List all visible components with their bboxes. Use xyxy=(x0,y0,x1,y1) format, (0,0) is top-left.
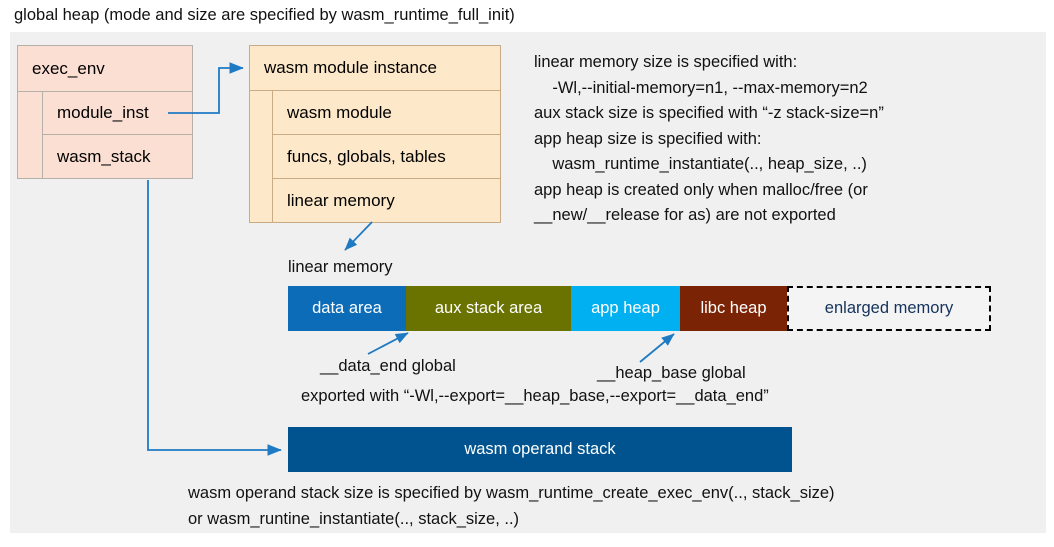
memory-segment-data-area: data area xyxy=(288,286,406,331)
operand-stack-note: wasm operand stack size is specified by … xyxy=(188,484,835,528)
annotation-data-end: __data_end global xyxy=(320,357,456,375)
memory-segment-label: aux stack area xyxy=(434,299,543,317)
memory-segment-aux-stack-area: aux stack area xyxy=(406,286,571,331)
wasm-operand-stack-box: wasm operand stack xyxy=(288,427,792,472)
wasm-module-instance-box: wasm module instance wasm module funcs, … xyxy=(249,45,501,223)
linear-memory-bar-label: linear memory xyxy=(288,258,393,276)
exec-env-rowwrap: module_inst wasm_stack xyxy=(18,92,192,178)
exec-env-row-module-inst: module_inst xyxy=(43,92,192,135)
exec-env-row-wasm-stack: wasm_stack xyxy=(57,146,151,166)
memory-segment-label: app heap xyxy=(591,299,660,317)
memory-segment-enlarged-memory: enlarged memory xyxy=(787,286,991,331)
linear-memory-note: linear memory size is specified with: -W… xyxy=(534,53,884,224)
module-instance-rows: wasm module funcs, globals, tables linea… xyxy=(273,91,500,222)
exec-env-box: exec_env module_inst wasm_stack xyxy=(17,45,193,179)
module-instance-header: wasm module instance xyxy=(250,46,500,91)
memory-segment-app-heap: app heap xyxy=(571,286,680,331)
exec-env-header: exec_env xyxy=(18,46,192,92)
exec-env-rows: module_inst wasm_stack xyxy=(43,92,192,178)
memory-segment-label: data area xyxy=(312,299,382,317)
module-instance-row-wasm-module: wasm module xyxy=(273,91,500,135)
module-instance-indent xyxy=(250,91,273,222)
module-instance-row-funcs-globals-tables: funcs, globals, tables xyxy=(273,135,500,179)
module-instance-rowwrap: wasm module funcs, globals, tables linea… xyxy=(250,91,500,222)
page-title: global heap (mode and size are specified… xyxy=(14,6,515,24)
memory-segment-label: enlarged memory xyxy=(824,299,954,317)
annotation-heap-base: __heap_base global xyxy=(597,364,746,382)
exec-env-indent xyxy=(18,92,43,178)
memory-segment-label: libc heap xyxy=(700,299,767,317)
module-instance-row-linear-memory: linear memory xyxy=(287,190,395,210)
memory-segment-libc-heap: libc heap xyxy=(680,286,787,331)
annotation-exported: exported with “-Wl,--export=__heap_base,… xyxy=(301,387,769,405)
linear-memory-bar: data area aux stack area app heap libc heap… xyxy=(288,286,991,331)
wasm-operand-stack-label: wasm operand stack xyxy=(464,440,616,458)
